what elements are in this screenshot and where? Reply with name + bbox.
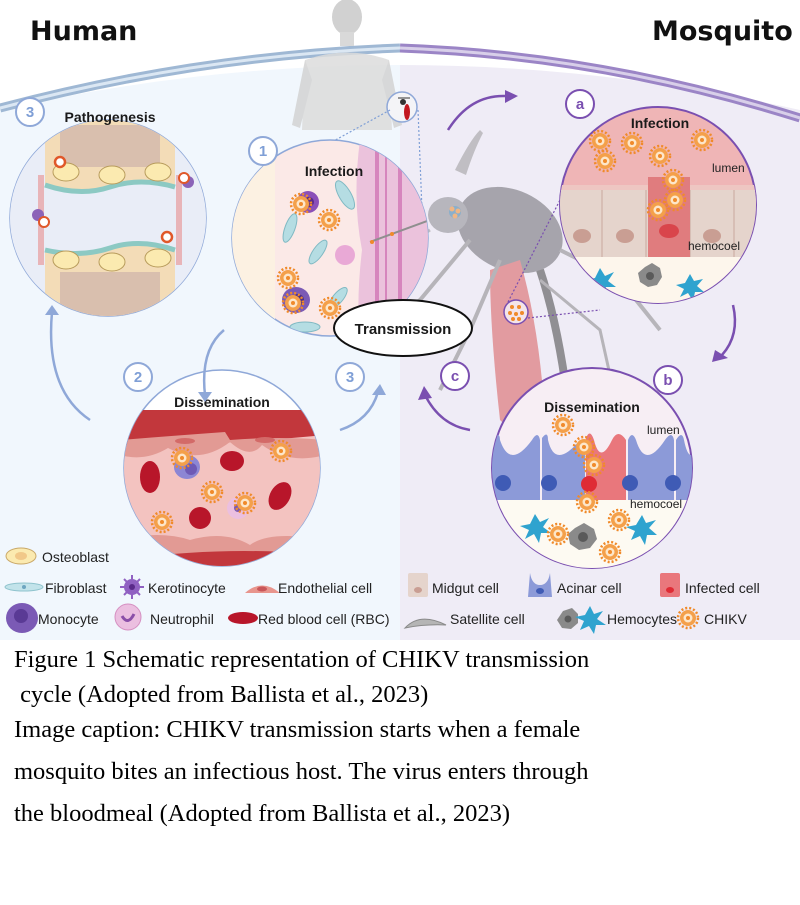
- human-dissemination-panel: Dissemination: [123, 369, 321, 567]
- legend-label-endothelial-cell: Endothelial cell: [278, 580, 372, 596]
- kerotinocyte-icon: [120, 575, 144, 599]
- human-cycle-arrows: [49, 311, 380, 432]
- step-marker-a: a: [565, 89, 595, 119]
- image-caption-line-1: Image caption: CHIKV transmission starts…: [14, 716, 581, 743]
- midgut-cell-icon: [408, 573, 428, 597]
- red-blood-cell-icon: [228, 612, 258, 624]
- legend-label-chikv: CHIKV: [704, 611, 747, 627]
- fibroblast-icon: [4, 582, 44, 592]
- human-infection-title: Infection: [305, 163, 363, 179]
- hemocoel-label-b: hemocoel: [630, 497, 682, 511]
- acinar-cell-icon: [528, 573, 552, 597]
- human-panel-title: Human: [30, 16, 137, 47]
- svg-text:a: a: [576, 96, 585, 113]
- image-caption-line-3: the bloodmeal (Adopted from Ballista et …: [14, 800, 511, 827]
- pathogenesis-panel: Pathogenesis: [9, 109, 207, 317]
- step-marker-1: 1: [248, 136, 278, 166]
- lumen-label-a: lumen: [712, 161, 745, 175]
- svg-text:2: 2: [134, 369, 142, 386]
- legend-label-acinar-cell: Acinar cell: [557, 580, 622, 596]
- mosquito-cycle-arrows: [423, 94, 737, 432]
- satellite-cell-icon: [403, 618, 447, 629]
- neutrophil-icon: [114, 603, 142, 631]
- mosquito-small-icon: [398, 97, 410, 120]
- legend-label-osteoblast: Osteoblast: [42, 549, 109, 565]
- legend-label-hemocytes: Hemocytes: [607, 611, 677, 627]
- human-figure-icon: [292, 0, 402, 130]
- svg-text:Transmission: Transmission: [355, 321, 452, 338]
- figure-caption-line-2: cycle (Adopted from Ballista et al., 202…: [14, 681, 429, 708]
- mosquito-panel-title: Mosquito: [652, 16, 793, 47]
- legend-mosquito: Midgut cell Acinar cell Infected cell Sa…: [403, 573, 760, 634]
- endothelial-cell-icon: [245, 585, 280, 593]
- step-marker-c: c: [440, 361, 470, 391]
- osteoblast-icon: [5, 547, 37, 565]
- legend-label-neutrophil: Neutrophil: [150, 611, 214, 627]
- lumen-label-b: lumen: [647, 423, 680, 437]
- step-marker-3-transmission: 3: [335, 362, 365, 392]
- figure-caption: Figure 1 Schematic representation of CHI…: [14, 640, 800, 831]
- hemocytes-icon: [557, 606, 606, 634]
- chikv-transmission-figure: Human Mosquito: [0, 0, 800, 640]
- svg-text:1: 1: [259, 143, 267, 160]
- legend-label-kerotinocyte: Kerotinocyte: [148, 580, 226, 596]
- legend-label-rbc: Red blood cell (RBC): [258, 611, 390, 627]
- legend-label-infected-cell: Infected cell: [685, 580, 760, 596]
- step-marker-3: 3: [15, 97, 45, 127]
- mosquito-dissemination-title: Dissemination: [544, 399, 640, 415]
- bite-site-circle: [386, 91, 418, 123]
- human-dissemination-title: Dissemination: [174, 394, 270, 410]
- legend-label-fibroblast: Fibroblast: [45, 580, 107, 596]
- legend-label-satellite-cell: Satellite cell: [450, 611, 525, 627]
- legend-label-monocyte: Monocyte: [38, 611, 99, 627]
- legend-label-midgut-cell: Midgut cell: [432, 580, 499, 596]
- pathogenesis-title: Pathogenesis: [64, 109, 155, 125]
- mosquito-dissemination-panel: Dissemination lumen hemocoel: [491, 367, 693, 569]
- svg-text:3: 3: [346, 369, 354, 386]
- hemocoel-label-a: hemocoel: [688, 239, 740, 253]
- legend-human: Osteoblast Fibroblast Kerotinocyte Endot…: [4, 547, 390, 633]
- svg-text:c: c: [451, 368, 459, 385]
- mosquito-infection-title: Infection: [631, 115, 689, 131]
- transmission-label: Transmission: [333, 299, 473, 357]
- infected-cell-icon: [660, 573, 680, 597]
- svg-text:3: 3: [26, 104, 34, 121]
- monocyte-icon: [6, 603, 38, 633]
- step-marker-b: b: [653, 365, 683, 395]
- svg-text:b: b: [663, 372, 672, 389]
- figure-caption-line-1: Figure 1 Schematic representation of CHI…: [14, 646, 590, 673]
- step-marker-2: 2: [123, 362, 153, 392]
- image-caption-line-2: mosquito bites an infectious host. The v…: [14, 758, 589, 785]
